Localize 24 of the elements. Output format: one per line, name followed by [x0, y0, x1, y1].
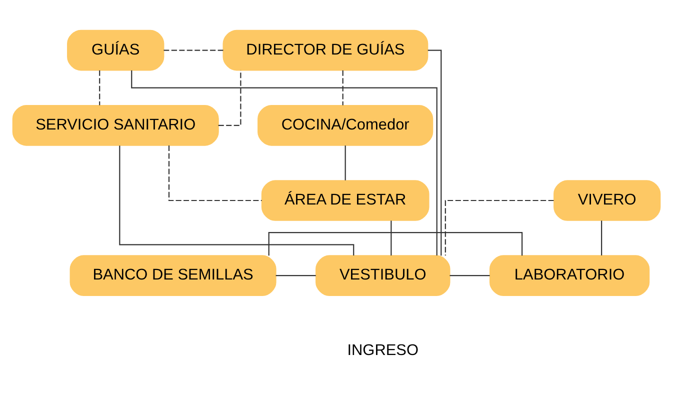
connector — [601, 220, 602, 256]
connector — [119, 146, 354, 256]
connector — [276, 275, 316, 276]
connector — [164, 50, 224, 51]
node-box: GUÍAS — [67, 30, 164, 71]
node-box: BANCO DE SEMILLAS — [70, 255, 276, 296]
connector — [444, 200, 554, 256]
connector — [344, 146, 346, 180]
connector — [168, 146, 262, 202]
node-box: LABORATORIO — [489, 255, 650, 296]
connector — [390, 220, 392, 256]
node-box: DIRECTOR DE GUÍAS — [222, 30, 428, 71]
connector — [268, 232, 523, 256]
node-box: ÁREA DE ESTAR — [261, 180, 430, 221]
label: INGRESO — [347, 342, 419, 359]
node-box: VESTIBULO — [316, 255, 450, 296]
node-box: SERVICIO SANITARIO — [12, 104, 219, 146]
connector — [218, 70, 242, 126]
node-box: VIVERO — [554, 180, 661, 221]
connector — [99, 70, 100, 106]
connector — [342, 70, 344, 106]
connector — [131, 70, 438, 256]
connector — [450, 275, 490, 276]
node-box: COCINA/Comedor — [258, 104, 434, 146]
